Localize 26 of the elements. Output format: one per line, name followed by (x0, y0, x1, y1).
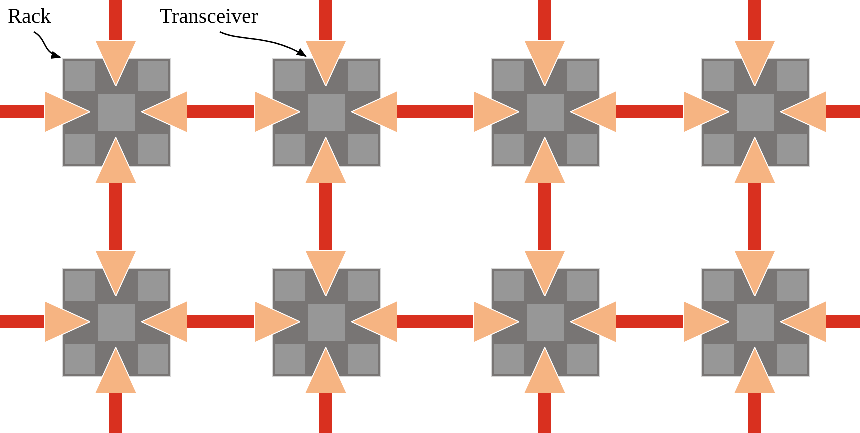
link-bar (524, 0, 566, 87)
link-bar (351, 300, 520, 344)
link-bar (0, 300, 91, 344)
leader-line (220, 31, 307, 58)
link-bar (524, 137, 566, 297)
link-bar (780, 90, 860, 134)
link-bar (304, 137, 348, 297)
link-bar (94, 0, 138, 87)
link-bar (734, 347, 776, 433)
link-bar (141, 90, 301, 134)
link-bar (0, 90, 91, 134)
leader-line (34, 31, 62, 58)
link-bar (141, 300, 301, 344)
callout-label: Rack (8, 6, 52, 27)
link-bar (304, 347, 348, 433)
link-bar (351, 90, 520, 134)
link-bar (780, 300, 860, 344)
link-bar (94, 347, 138, 433)
callout-label: Transceiver (160, 6, 258, 27)
link-bar (734, 0, 776, 87)
link-bar (570, 90, 730, 134)
link-bar (94, 137, 138, 297)
link-bar (524, 347, 566, 433)
link-bar (304, 0, 348, 87)
link-bar (734, 137, 776, 297)
link-bar (570, 300, 730, 344)
